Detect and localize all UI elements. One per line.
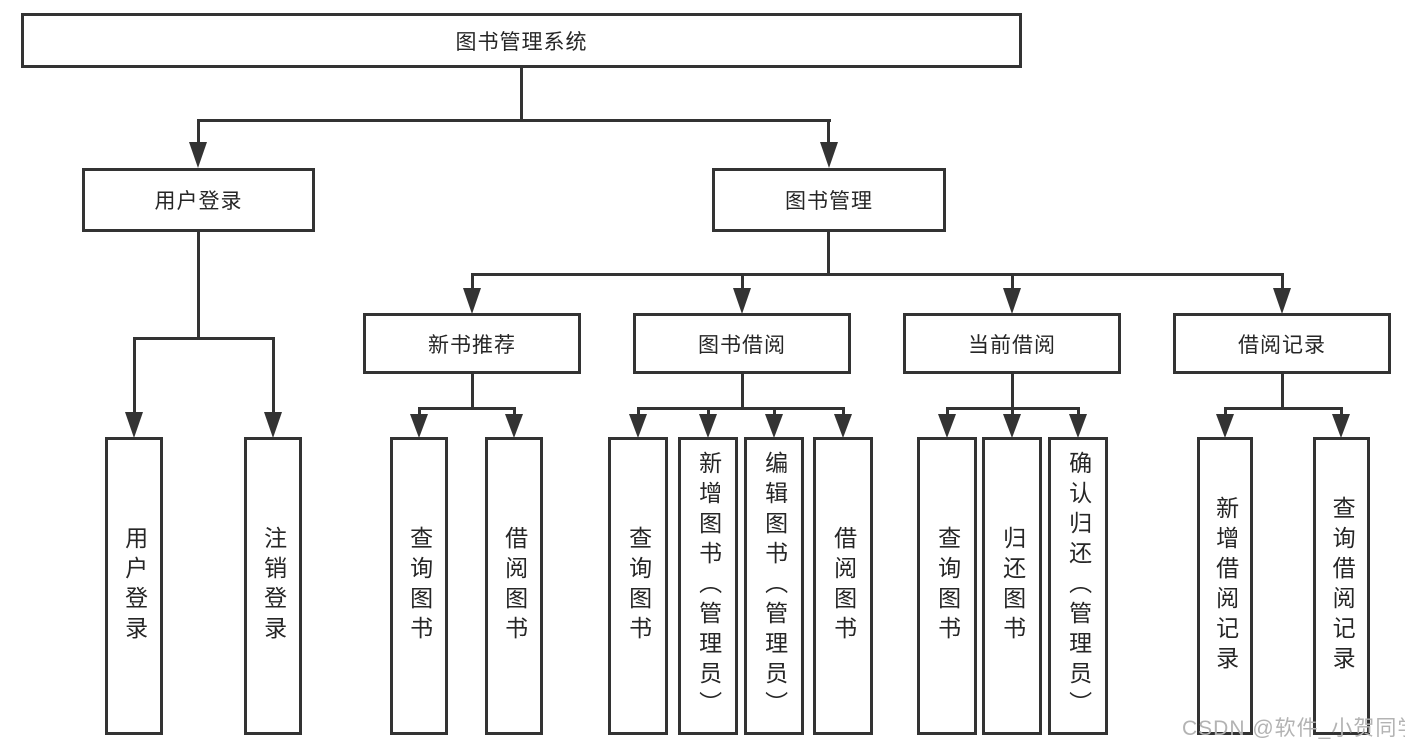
- connector-rail: [418, 407, 516, 410]
- connector-stem: [707, 407, 710, 417]
- leaf-label: 注销登录: [260, 526, 287, 646]
- leaf-label: 用户登录: [121, 526, 148, 646]
- connector-stem: [773, 407, 776, 417]
- leaf-label: 借阅图书: [830, 526, 857, 646]
- node-user-login: 用户登录: [82, 168, 315, 232]
- leaf-newrec-borrow-books: 借阅图书: [485, 437, 543, 735]
- connector-stem: [133, 337, 136, 415]
- leaf-current-confirm-return-admin: 确认归还（管理员）: [1048, 437, 1108, 735]
- node-book-management: 图书管理: [712, 168, 946, 232]
- connector-stem: [1011, 273, 1014, 291]
- connector-stem: [471, 273, 474, 291]
- leaf-borrow-add-book-admin: 新增图书（管理员）: [678, 437, 738, 735]
- watermark-text: CSDN @软件_小贺同学: [1182, 717, 1405, 740]
- connector-stem: [197, 232, 200, 338]
- connector-stem: [637, 407, 640, 417]
- arrowhead-down: [1003, 414, 1021, 438]
- node-label: 借阅记录: [1238, 333, 1326, 357]
- arrowhead-down: [938, 414, 956, 438]
- leaf-borrow-edit-book-admin: 编辑图书（管理员）: [744, 437, 804, 735]
- connector-rail: [637, 407, 845, 410]
- connector-rail: [471, 273, 1284, 276]
- leaf-records-add-borrow-record: 新增借阅记录: [1197, 437, 1253, 735]
- node-label: 用户登录: [154, 190, 243, 213]
- leaf-label: 查询借阅记录: [1329, 496, 1356, 676]
- connector-rail: [197, 119, 831, 122]
- arrowhead-down: [463, 288, 481, 314]
- node-new-book-recommendation: 新书推荐: [363, 313, 581, 374]
- leaf-borrow-query-books: 查询图书: [608, 437, 668, 735]
- connector-rail: [133, 337, 275, 340]
- leaf-label: 查询图书: [934, 526, 961, 646]
- node-label: 当前借阅: [968, 333, 1056, 357]
- node-library-management-system: 图书管理系统: [21, 13, 1022, 68]
- leaf-records-query-borrow-record: 查询借阅记录: [1313, 437, 1370, 735]
- arrowhead-down: [1273, 288, 1291, 314]
- arrowhead-down: [125, 412, 143, 438]
- node-current-borrowing: 当前借阅: [903, 313, 1121, 374]
- leaf-label: 归还图书: [999, 526, 1026, 646]
- connector-stem: [197, 119, 200, 145]
- connector-stem: [741, 273, 744, 291]
- arrowhead-down: [189, 142, 207, 168]
- arrowhead-down: [1069, 414, 1087, 438]
- connector-stem: [1281, 273, 1284, 291]
- arrowhead-down: [264, 412, 282, 438]
- arrowhead-down: [1216, 414, 1234, 438]
- node-label: 新书推荐: [428, 333, 516, 357]
- connector-stem: [1077, 407, 1080, 417]
- leaf-user-login: 用户登录: [105, 437, 163, 735]
- node-label: 图书管理: [785, 190, 873, 213]
- connector-stem: [1281, 374, 1284, 408]
- node-label: 图书借阅: [698, 333, 786, 357]
- leaf-label: 编辑图书（管理员）: [761, 451, 788, 721]
- arrowhead-down: [1003, 288, 1021, 314]
- connector-stem: [1340, 407, 1343, 417]
- arrowhead-down: [1332, 414, 1350, 438]
- connector-stem: [1224, 407, 1227, 417]
- arrowhead-down: [820, 142, 838, 168]
- leaf-newrec-query-books: 查询图书: [390, 437, 448, 735]
- connector-stem: [520, 68, 523, 120]
- connector-stem: [513, 407, 516, 417]
- leaf-borrow-borrow-books: 借阅图书: [813, 437, 873, 735]
- node-label: 图书管理系统: [455, 30, 588, 54]
- arrowhead-down: [733, 288, 751, 314]
- connector-stem: [1011, 407, 1014, 417]
- connector-stem: [827, 232, 830, 274]
- connector-stem: [946, 407, 949, 417]
- node-book-borrowing: 图书借阅: [633, 313, 851, 374]
- leaf-label: 新增借阅记录: [1212, 496, 1239, 676]
- leaf-logout-login: 注销登录: [244, 437, 302, 735]
- arrowhead-down: [410, 414, 428, 438]
- connector-stem: [842, 407, 845, 417]
- leaf-label: 确认归还（管理员）: [1065, 451, 1092, 721]
- connector-stem: [471, 374, 474, 408]
- arrowhead-down: [505, 414, 523, 438]
- connector-stem: [418, 407, 421, 417]
- connector-stem: [1011, 374, 1014, 408]
- connector-stem: [827, 119, 830, 145]
- connector-stem: [272, 337, 275, 415]
- connector-stem: [741, 374, 744, 408]
- arrowhead-down: [765, 414, 783, 438]
- leaf-label: 借阅图书: [501, 526, 528, 646]
- arrowhead-down: [834, 414, 852, 438]
- connector-rail: [1224, 407, 1342, 410]
- node-borrowing-records: 借阅记录: [1173, 313, 1391, 374]
- leaf-label: 查询图书: [406, 526, 433, 646]
- leaf-current-query-books: 查询图书: [917, 437, 977, 735]
- leaf-label: 新增图书（管理员）: [695, 451, 722, 721]
- arrowhead-down: [699, 414, 717, 438]
- leaf-current-return-book: 归还图书: [982, 437, 1042, 735]
- arrowhead-down: [629, 414, 647, 438]
- leaf-label: 查询图书: [625, 526, 652, 646]
